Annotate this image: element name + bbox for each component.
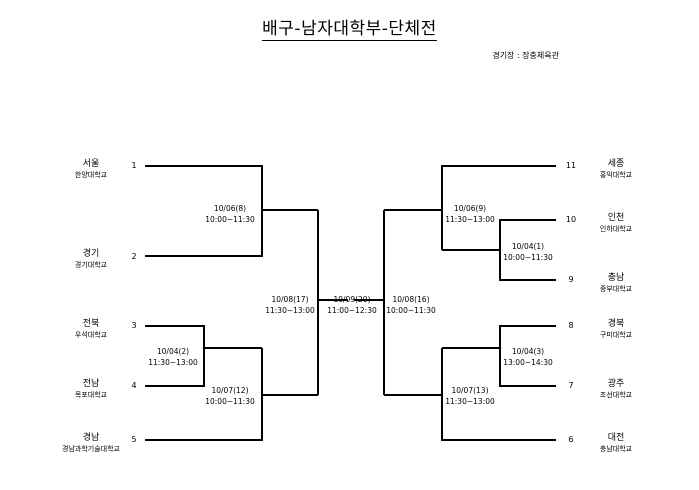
- page-title: 배구-남자대학부-단체전: [262, 19, 437, 41]
- team-region: 전남: [82, 379, 100, 389]
- match-label-r-r1-b: 10/04(3) 13:00~14:30: [488, 346, 568, 368]
- team-school: 구미대학교: [599, 331, 633, 339]
- team-school: 조선대학교: [599, 391, 633, 399]
- team-right-6: 대전 충남대학교: [566, 430, 666, 454]
- seed-number: 8: [568, 321, 574, 330]
- line-r-11: [441, 165, 556, 250]
- match-label-r-semi: 10/08(16) 10:00~11:30: [371, 294, 451, 316]
- team-region: 전북: [82, 319, 100, 329]
- seed-number: 1: [131, 161, 137, 170]
- match-date: 10/07(13): [451, 386, 489, 395]
- team-left-4: 전남 목포대학교: [41, 376, 141, 400]
- team-school: 중부대학교: [599, 285, 633, 293]
- seed-number: 6: [568, 435, 574, 444]
- team-right-10: 인천 인하대학교: [566, 210, 666, 234]
- team-school: 경남과학기술대학교: [62, 445, 120, 453]
- team-right-7: 광주 조선대학교: [566, 376, 666, 400]
- team-right-8: 경북 구미대학교: [566, 316, 666, 340]
- match-time: 11:00~12:30: [327, 306, 377, 315]
- match-date: 10/06(8): [213, 204, 247, 213]
- team-left-1: 서울 한양대학교: [41, 156, 141, 180]
- match-time: 13:00~14:30: [503, 358, 553, 367]
- line-l-345: [145, 348, 263, 441]
- match-date: 10/07(12): [211, 386, 249, 395]
- match-date: 10/09(20): [333, 295, 371, 304]
- team-school: 홍익대학교: [599, 171, 633, 179]
- match-time: 11:30~13:00: [445, 397, 495, 406]
- line-r-876: [441, 348, 556, 441]
- team-region: 인천: [607, 213, 625, 223]
- line-l-3: [145, 325, 205, 387]
- seed-number: 9: [568, 275, 574, 284]
- match-time: 11:30~13:00: [148, 358, 198, 367]
- team-school: 인하대학교: [599, 225, 633, 233]
- match-label-l-r1-b: 10/04(2) 11:30~13:00: [133, 346, 213, 368]
- team-region: 경남: [82, 433, 100, 443]
- match-label-r-r1-a: 10/04(1) 10:00~11:30: [488, 241, 568, 263]
- match-label-final: 10/09(20) 11:00~12:30: [312, 294, 392, 316]
- seed-number: 10: [565, 215, 577, 224]
- match-time: 10:00~11:30: [205, 215, 255, 224]
- match-time: 11:30~13:00: [445, 215, 495, 224]
- seed-number: 11: [565, 161, 577, 170]
- line-r-8: [499, 325, 556, 387]
- match-time: 11:30~13:00: [265, 306, 315, 315]
- match-label-l-semi: 10/08(17) 11:30~13:00: [250, 294, 330, 316]
- team-left-5: 경남 경남과학기술대학교: [41, 430, 141, 454]
- match-time: 10:00~11:30: [503, 253, 553, 262]
- seed-number: 7: [568, 381, 574, 390]
- match-date: 10/04(1): [511, 242, 545, 251]
- seed-number: 5: [131, 435, 137, 444]
- match-date: 10/04(2): [156, 347, 190, 356]
- seed-number: 2: [131, 252, 137, 261]
- team-school: 경기대학교: [74, 261, 108, 269]
- team-region: 광주: [607, 379, 625, 389]
- team-left-3: 전북 우석대학교: [41, 316, 141, 340]
- team-region: 충남: [607, 273, 625, 283]
- team-region: 경기: [82, 249, 100, 259]
- match-date: 10/08(16): [392, 295, 430, 304]
- match-date: 10/08(17): [271, 295, 309, 304]
- seed-number: 3: [131, 321, 137, 330]
- team-left-2: 경기 경기대학교: [41, 246, 141, 270]
- match-time: 10:00~11:30: [205, 397, 255, 406]
- team-region: 서울: [82, 159, 100, 169]
- match-label-r-r2-b: 10/07(13) 11:30~13:00: [430, 385, 510, 407]
- team-right-9: 충남 중부대학교: [566, 270, 666, 294]
- team-region: 세종: [607, 159, 625, 169]
- seed-number: 4: [131, 381, 137, 390]
- team-region: 경북: [607, 319, 625, 329]
- match-time: 10:00~11:30: [386, 306, 436, 315]
- match-label-l-r2-b: 10/07(12) 10:00~11:30: [190, 385, 270, 407]
- team-right-11: 세종 홍익대학교: [566, 156, 666, 180]
- match-label-r-r2-a: 10/06(9) 11:30~13:00: [430, 203, 510, 225]
- team-school: 한양대학교: [74, 171, 108, 179]
- venue-label: 경기장 : 장충체육관: [492, 51, 559, 60]
- match-date: 10/04(3): [511, 347, 545, 356]
- team-school: 우석대학교: [74, 331, 108, 339]
- team-region: 대전: [607, 433, 625, 443]
- team-school: 충남대학교: [599, 445, 633, 453]
- match-date: 10/06(9): [453, 204, 487, 213]
- team-school: 목포대학교: [74, 391, 108, 399]
- match-label-l-r1-a: 10/06(8) 10:00~11:30: [190, 203, 270, 225]
